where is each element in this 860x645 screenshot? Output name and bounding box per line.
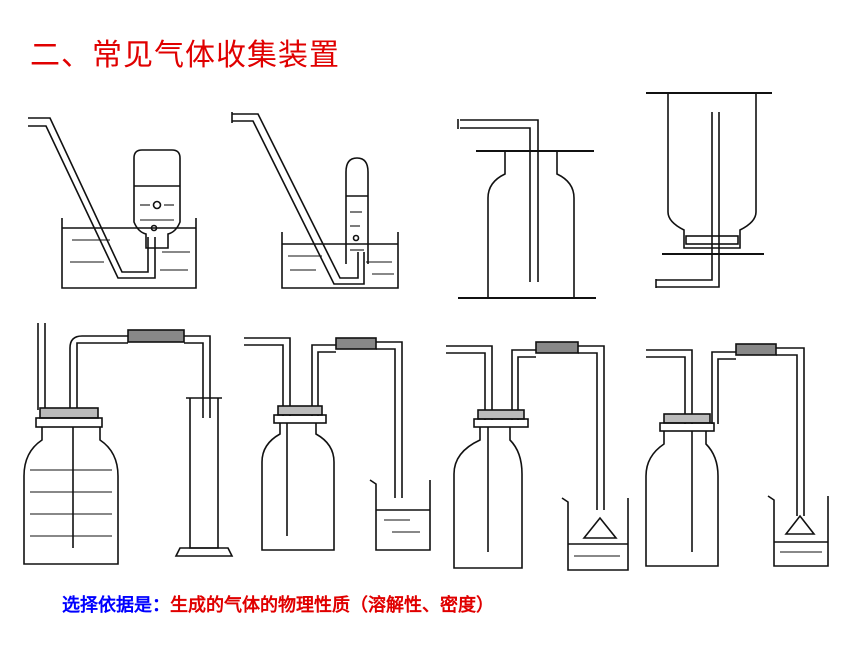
apparatus-upward-air-displacement [457,119,596,299]
apparatus-bottle-beaker-funnel-2 [645,343,829,567]
apparatus-bottle-beaker-funnel-1 [446,341,629,571]
apparatus-bottle-cylinder [23,323,234,565]
caption-lead: 选择依据是： [62,595,170,616]
apparatus-water-displacement-bottle [28,117,197,289]
selection-basis-caption: 选择依据是：生成的气体的物理性质（溶解性、密度） [62,591,494,617]
apparatus-water-displacement-tube [231,112,399,289]
apparatus-downward-air-displacement [646,92,772,288]
apparatus-bottle-beaker-1 [244,337,431,551]
caption-rest: 生成的气体的物理性质（溶解性、密度） [170,595,494,616]
slide-title: 二、常见气体收集装置 [30,38,340,73]
